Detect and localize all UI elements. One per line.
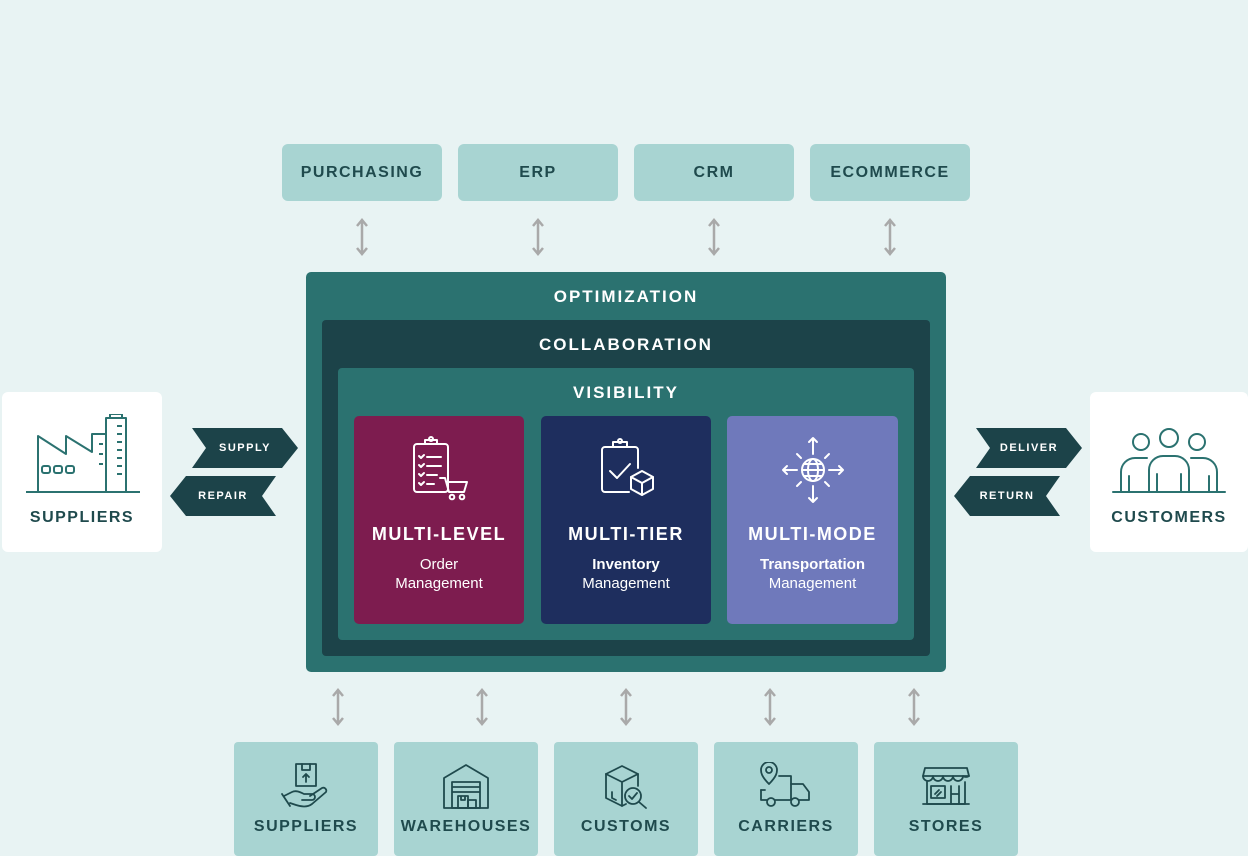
supply-arrow: SUPPLY: [192, 428, 298, 468]
card-multi-level: MULTI-LEVEL Order Management: [354, 416, 524, 624]
bidirectional-arrow-icon: [764, 688, 776, 726]
visibility-layer: VISIBILITY: [338, 368, 914, 640]
system-label: ECOMMERCE: [830, 163, 950, 181]
system-purchasing: PURCHASING: [282, 144, 442, 201]
deliver-label: DELIVER: [999, 442, 1059, 454]
partner-carriers: CARRIERS: [714, 742, 858, 856]
people-icon: [1112, 428, 1226, 493]
bidirectional-arrow-icon: [884, 218, 896, 256]
bidirectional-arrow-icon: [476, 688, 488, 726]
bidirectional-arrow-icon: [620, 688, 632, 726]
system-crm: CRM: [634, 144, 794, 201]
clipboard-box-icon: [601, 438, 654, 496]
partner-stores: STORES: [874, 742, 1018, 856]
system-ecommerce: ECOMMERCE: [810, 144, 970, 201]
card-title: MULTI-LEVEL: [371, 524, 507, 544]
partner-label: SUPPLIERS: [253, 818, 359, 835]
optimization-title: OPTIMIZATION: [553, 287, 699, 306]
storefront-icon: [922, 767, 970, 805]
card-multi-mode: MULTI-MODE Transportation Management: [727, 416, 898, 624]
factory-icon: [26, 414, 140, 493]
card-subtitle-line2: Management: [395, 575, 483, 592]
return-arrow: RETURN: [954, 476, 1060, 516]
card-multi-tier: MULTI-TIER Inventory Management: [541, 416, 711, 624]
system-label: ERP: [519, 163, 557, 181]
system-label: PURCHASING: [300, 163, 424, 181]
truck-pin-icon: [760, 762, 810, 807]
clipboard-cart-icon: [413, 436, 468, 501]
repair-label: REPAIR: [198, 490, 248, 502]
card-subtitle-line1: Order: [419, 556, 459, 573]
system-erp: ERP: [458, 144, 618, 201]
bidirectional-arrow-icon: [332, 688, 344, 726]
repair-arrow: REPAIR: [170, 476, 276, 516]
box-inspect-icon: [605, 765, 647, 809]
supply-label: SUPPLY: [218, 442, 271, 454]
card-subtitle-line1: Transportation: [759, 556, 865, 573]
bidirectional-arrow-icon: [356, 218, 368, 256]
deliver-arrow: DELIVER: [976, 428, 1082, 468]
partner-label: CUSTOMS: [580, 818, 672, 835]
card-title: MULTI-MODE: [748, 524, 877, 544]
card-subtitle-line1: Inventory: [592, 556, 660, 573]
card-title: MULTI-TIER: [568, 524, 684, 544]
optimization-layer: OPTIMIZATION COLLABORATION VISIBILITY: [306, 272, 946, 672]
warehouse-icon: [443, 764, 489, 809]
partner-customs: CUSTOMS: [554, 742, 698, 856]
suppliers-box: SUPPLIERS: [2, 392, 162, 552]
customers-box: CUSTOMERS: [1090, 392, 1248, 552]
customers-label: CUSTOMERS: [1111, 509, 1227, 526]
card-subtitle-line2: Management: [582, 575, 670, 592]
partner-warehouses: WAREHOUSES: [394, 742, 538, 856]
return-label: RETURN: [979, 490, 1035, 502]
bidirectional-arrow-icon: [908, 688, 920, 726]
partner-suppliers: SUPPLIERS: [234, 742, 378, 856]
partner-label: STORES: [908, 818, 984, 835]
partner-label: WAREHOUSES: [400, 818, 532, 835]
system-label: CRM: [693, 163, 735, 181]
bidirectional-arrow-icon: [532, 218, 544, 256]
bidirectional-arrow-icon: [708, 218, 720, 256]
card-subtitle-line2: Management: [768, 575, 857, 592]
globe-arrows-icon: [781, 437, 844, 503]
partner-label: CARRIERS: [738, 818, 834, 835]
collaboration-layer: COLLABORATION VISIBILITY: [322, 320, 930, 656]
visibility-title: VISIBILITY: [573, 383, 679, 402]
hand-package-icon: [281, 763, 328, 808]
collaboration-title: COLLABORATION: [539, 335, 713, 354]
suppliers-label: SUPPLIERS: [29, 509, 135, 526]
